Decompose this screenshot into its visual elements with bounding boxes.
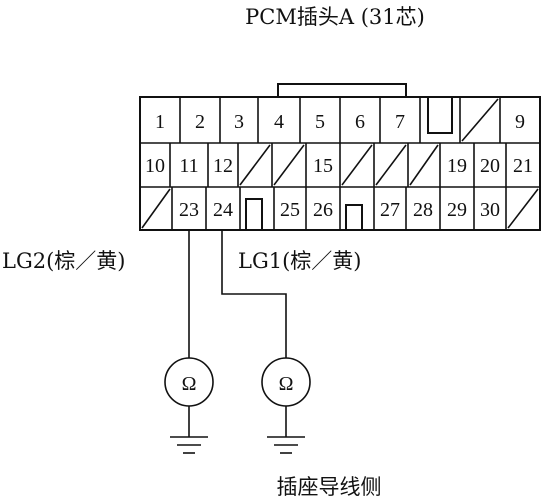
pin-20: 20 — [480, 155, 500, 177]
row3-empty-slash-right — [507, 188, 539, 229]
row2-pin-labels: 10 11 12 15 19 20 21 — [145, 155, 533, 177]
row1-dividers — [179, 97, 501, 143]
row3-empty-slash-left — [141, 188, 171, 229]
pin-26: 26 — [313, 199, 333, 221]
row2-dividers — [169, 143, 507, 187]
footer-caption: 插座导线侧 — [277, 475, 382, 499]
pin-9: 9 — [515, 111, 525, 133]
pin-28: 28 — [413, 199, 433, 221]
row1-pin-labels: 1 2 3 4 5 6 7 9 — [155, 111, 525, 133]
row3-pin-labels: 23 24 25 26 27 28 29 30 — [179, 199, 500, 221]
pin-19: 19 — [447, 155, 467, 177]
pin-30: 30 — [480, 199, 500, 221]
pin-10: 10 — [145, 155, 165, 177]
wire-lg2-label: LG2(棕／黄) — [2, 249, 125, 273]
ground-symbol-right — [267, 436, 305, 454]
pin-3: 3 — [234, 111, 244, 133]
row3-key-notch-left — [245, 198, 263, 230]
pin-24: 24 — [213, 199, 233, 221]
row1-empty-slash — [461, 98, 499, 142]
wire-lg1 — [221, 230, 287, 358]
ground-symbol-left — [170, 436, 208, 454]
wire-lg1-label: LG1(棕／黄) — [238, 249, 361, 273]
row3-dividers — [171, 187, 507, 230]
pin-2: 2 — [195, 111, 205, 133]
pin-25: 25 — [280, 199, 300, 221]
pin-11: 11 — [179, 155, 198, 177]
connector-lock-tab — [277, 83, 407, 97]
row2-empty-slashes — [239, 144, 439, 186]
pin-15: 15 — [313, 155, 333, 177]
pin-21: 21 — [513, 155, 533, 177]
row1-key-notch — [427, 97, 453, 134]
pin-4: 4 — [274, 111, 284, 133]
connector-title: PCM插头A (31芯) — [245, 5, 425, 29]
pin-23: 23 — [179, 199, 199, 221]
ohm-symbol-right: Ω — [279, 373, 294, 395]
pin-12: 12 — [213, 155, 233, 177]
pin-1: 1 — [155, 111, 165, 133]
ohm-symbol-left: Ω — [182, 373, 197, 395]
row3-key-notch-right — [345, 204, 363, 230]
pin-27: 27 — [380, 199, 400, 221]
pin-6: 6 — [355, 111, 365, 133]
pin-7: 7 — [395, 111, 405, 133]
pin-5: 5 — [315, 111, 325, 133]
pin-29: 29 — [447, 199, 467, 221]
